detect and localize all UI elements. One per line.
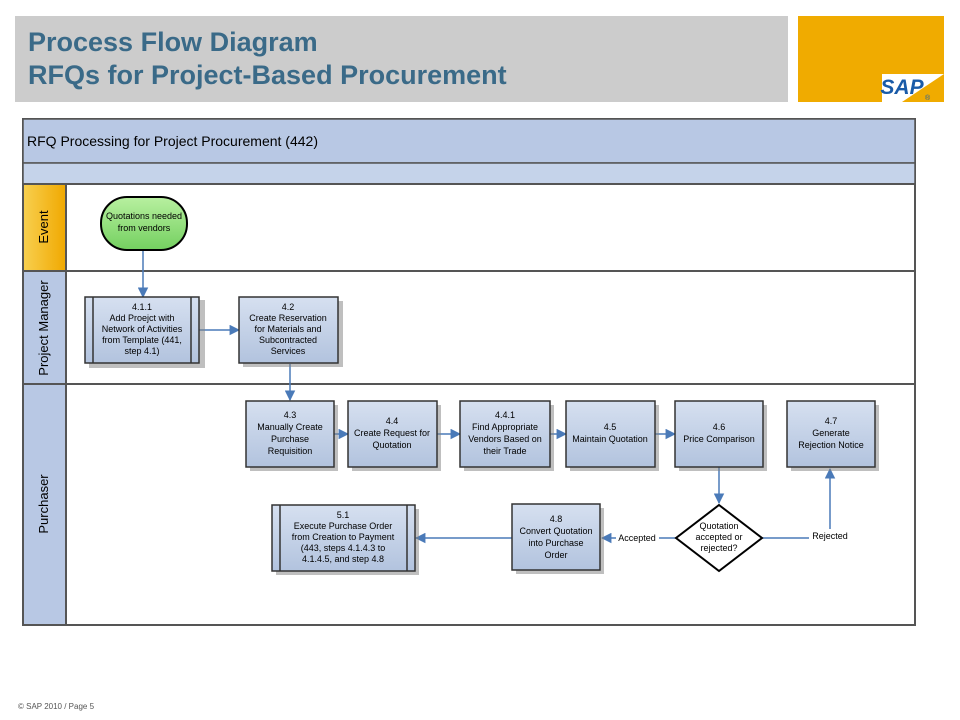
box-shape — [347, 400, 438, 468]
box-line-1: Manually Create — [257, 422, 323, 432]
process-box-4-7[interactable]: 4.7 Generate Rejection Notice — [786, 400, 879, 471]
box-line-1: Add Proejct with — [109, 313, 174, 323]
box-shape — [786, 400, 876, 468]
box-line-4: 4.1.4.5, and step 4.8 — [302, 554, 384, 564]
decision-shape — [674, 503, 764, 573]
process-box-4-3[interactable]: 4.3 Manually Create Purchase Requisition — [245, 400, 338, 471]
box-line-1: Execute Purchase Order — [294, 521, 393, 531]
box-line-2: Purchase — [271, 434, 309, 444]
box-id: 4.8 — [550, 514, 563, 524]
box-line-2: into Purchase — [528, 538, 583, 548]
process-box-4-6[interactable]: 4.6 Price Comparison — [674, 400, 767, 471]
box-id: 4.1.1 — [132, 302, 152, 312]
footer-copyright: © SAP 2010 / Page 5 — [18, 702, 95, 711]
box-id: 4.7 — [825, 416, 838, 426]
sap-logo-panel — [798, 16, 944, 102]
title-line-1: Process Flow Diagram — [28, 27, 318, 57]
box-shape — [245, 400, 335, 468]
decision-line-2: accepted or — [695, 532, 742, 542]
rejected-label-bg — [809, 529, 851, 542]
box-shape — [459, 400, 551, 468]
lane-event — [65, 183, 916, 272]
decision-quotation-accepted[interactable]: Quotation accepted or rejected? — [674, 503, 764, 573]
box-id: 4.4 — [386, 416, 399, 426]
box-line-1: Convert Quotation — [519, 526, 592, 536]
start-event[interactable]: Quotations needed from vendors — [100, 196, 188, 251]
box-line-3: (443, steps 4.1.4.3 to — [301, 543, 386, 553]
box-line-3: Requisition — [268, 446, 313, 456]
box-shape — [84, 296, 200, 364]
box-id: 4.3 — [284, 410, 297, 420]
lane-label-purchaser-box — [22, 383, 67, 626]
lane-label-project-manager: Project Manager — [36, 280, 51, 376]
title-banner — [15, 16, 788, 102]
box-line-2: Vendors Based on — [468, 434, 542, 444]
box-line-3: their Trade — [483, 446, 526, 456]
page-title: Process Flow Diagram RFQs for Project-Ba… — [28, 26, 507, 92]
box-line-2: from Creation to Payment — [292, 532, 395, 542]
process-box-4-4-1[interactable]: 4.4.1 Find Appropriate Vendors Based on … — [459, 400, 554, 471]
sap-logo-text: SAP — [880, 76, 924, 99]
box-id: 4.5 — [604, 422, 617, 432]
box-id: 5.1 — [337, 510, 350, 520]
edge-label-accepted: Accepted — [618, 533, 656, 543]
process-box-4-5[interactable]: 4.5 Maintain Quotation — [565, 400, 659, 471]
box-shape — [238, 296, 339, 364]
process-box-4-2[interactable]: 4.2 Create Reservation for Materials and… — [238, 296, 343, 367]
sap-logo — [882, 74, 944, 102]
process-box-4-8[interactable]: 4.8 Convert Quotation into Purchase Orde… — [511, 503, 604, 574]
box-line-3: Order — [544, 550, 567, 560]
box-line-4: Services — [271, 346, 306, 356]
box-line-3: from Template (441, — [102, 335, 182, 345]
box-line-1: Maintain Quotation — [572, 434, 648, 444]
lane-label-purchaser: Purchaser — [36, 474, 51, 534]
edge-label-rejected: Rejected — [812, 531, 848, 541]
box-line-1: Create Request for — [354, 428, 430, 438]
start-event-line-2: from vendors — [118, 223, 171, 233]
box-shape — [511, 503, 601, 571]
start-event-line-1: Quotations needed — [106, 211, 182, 221]
box-line-1: Create Reservation — [249, 313, 327, 323]
box-id: 4.6 — [713, 422, 726, 432]
process-box-4-4[interactable]: 4.4 Create Request for Quotation — [347, 400, 441, 471]
lane-label-event: Event — [36, 210, 51, 244]
box-line-2: Quotation — [372, 440, 411, 450]
sap-logo-shape — [882, 74, 944, 102]
box-id: 4.4.1 — [495, 410, 515, 420]
lane-label-pm-box — [22, 270, 67, 385]
decision-line-1: Quotation — [699, 521, 738, 531]
sap-registered-mark: ® — [925, 94, 931, 102]
diagram-title: RFQ Processing for Project Procurement (… — [27, 133, 318, 149]
start-event-shape — [100, 196, 188, 251]
accepted-label-bg — [616, 531, 659, 544]
process-box-4-1-1[interactable]: 4.1.1 Add Proejct with Network of Activi… — [84, 296, 205, 368]
box-line-2: for Materials and — [254, 324, 321, 334]
box-line-2: Network of Activities — [102, 324, 183, 334]
process-box-5-1[interactable]: 5.1 Execute Purchase Order from Creation… — [271, 504, 419, 575]
pool-subheader — [22, 162, 916, 185]
title-line-2: RFQs for Project-Based Procurement — [28, 60, 507, 90]
box-id: 4.2 — [282, 302, 295, 312]
box-line-3: Subcontracted — [259, 335, 317, 345]
box-line-1: Price Comparison — [683, 434, 755, 444]
box-line-1: Generate — [812, 428, 850, 438]
decision-line-3: rejected? — [700, 543, 737, 553]
box-line-2: Rejection Notice — [798, 440, 864, 450]
box-shape — [565, 400, 656, 468]
box-line-4: step 4.1) — [124, 346, 159, 356]
box-shape — [271, 504, 416, 572]
box-line-1: Find Appropriate — [472, 422, 538, 432]
box-shape — [674, 400, 764, 468]
